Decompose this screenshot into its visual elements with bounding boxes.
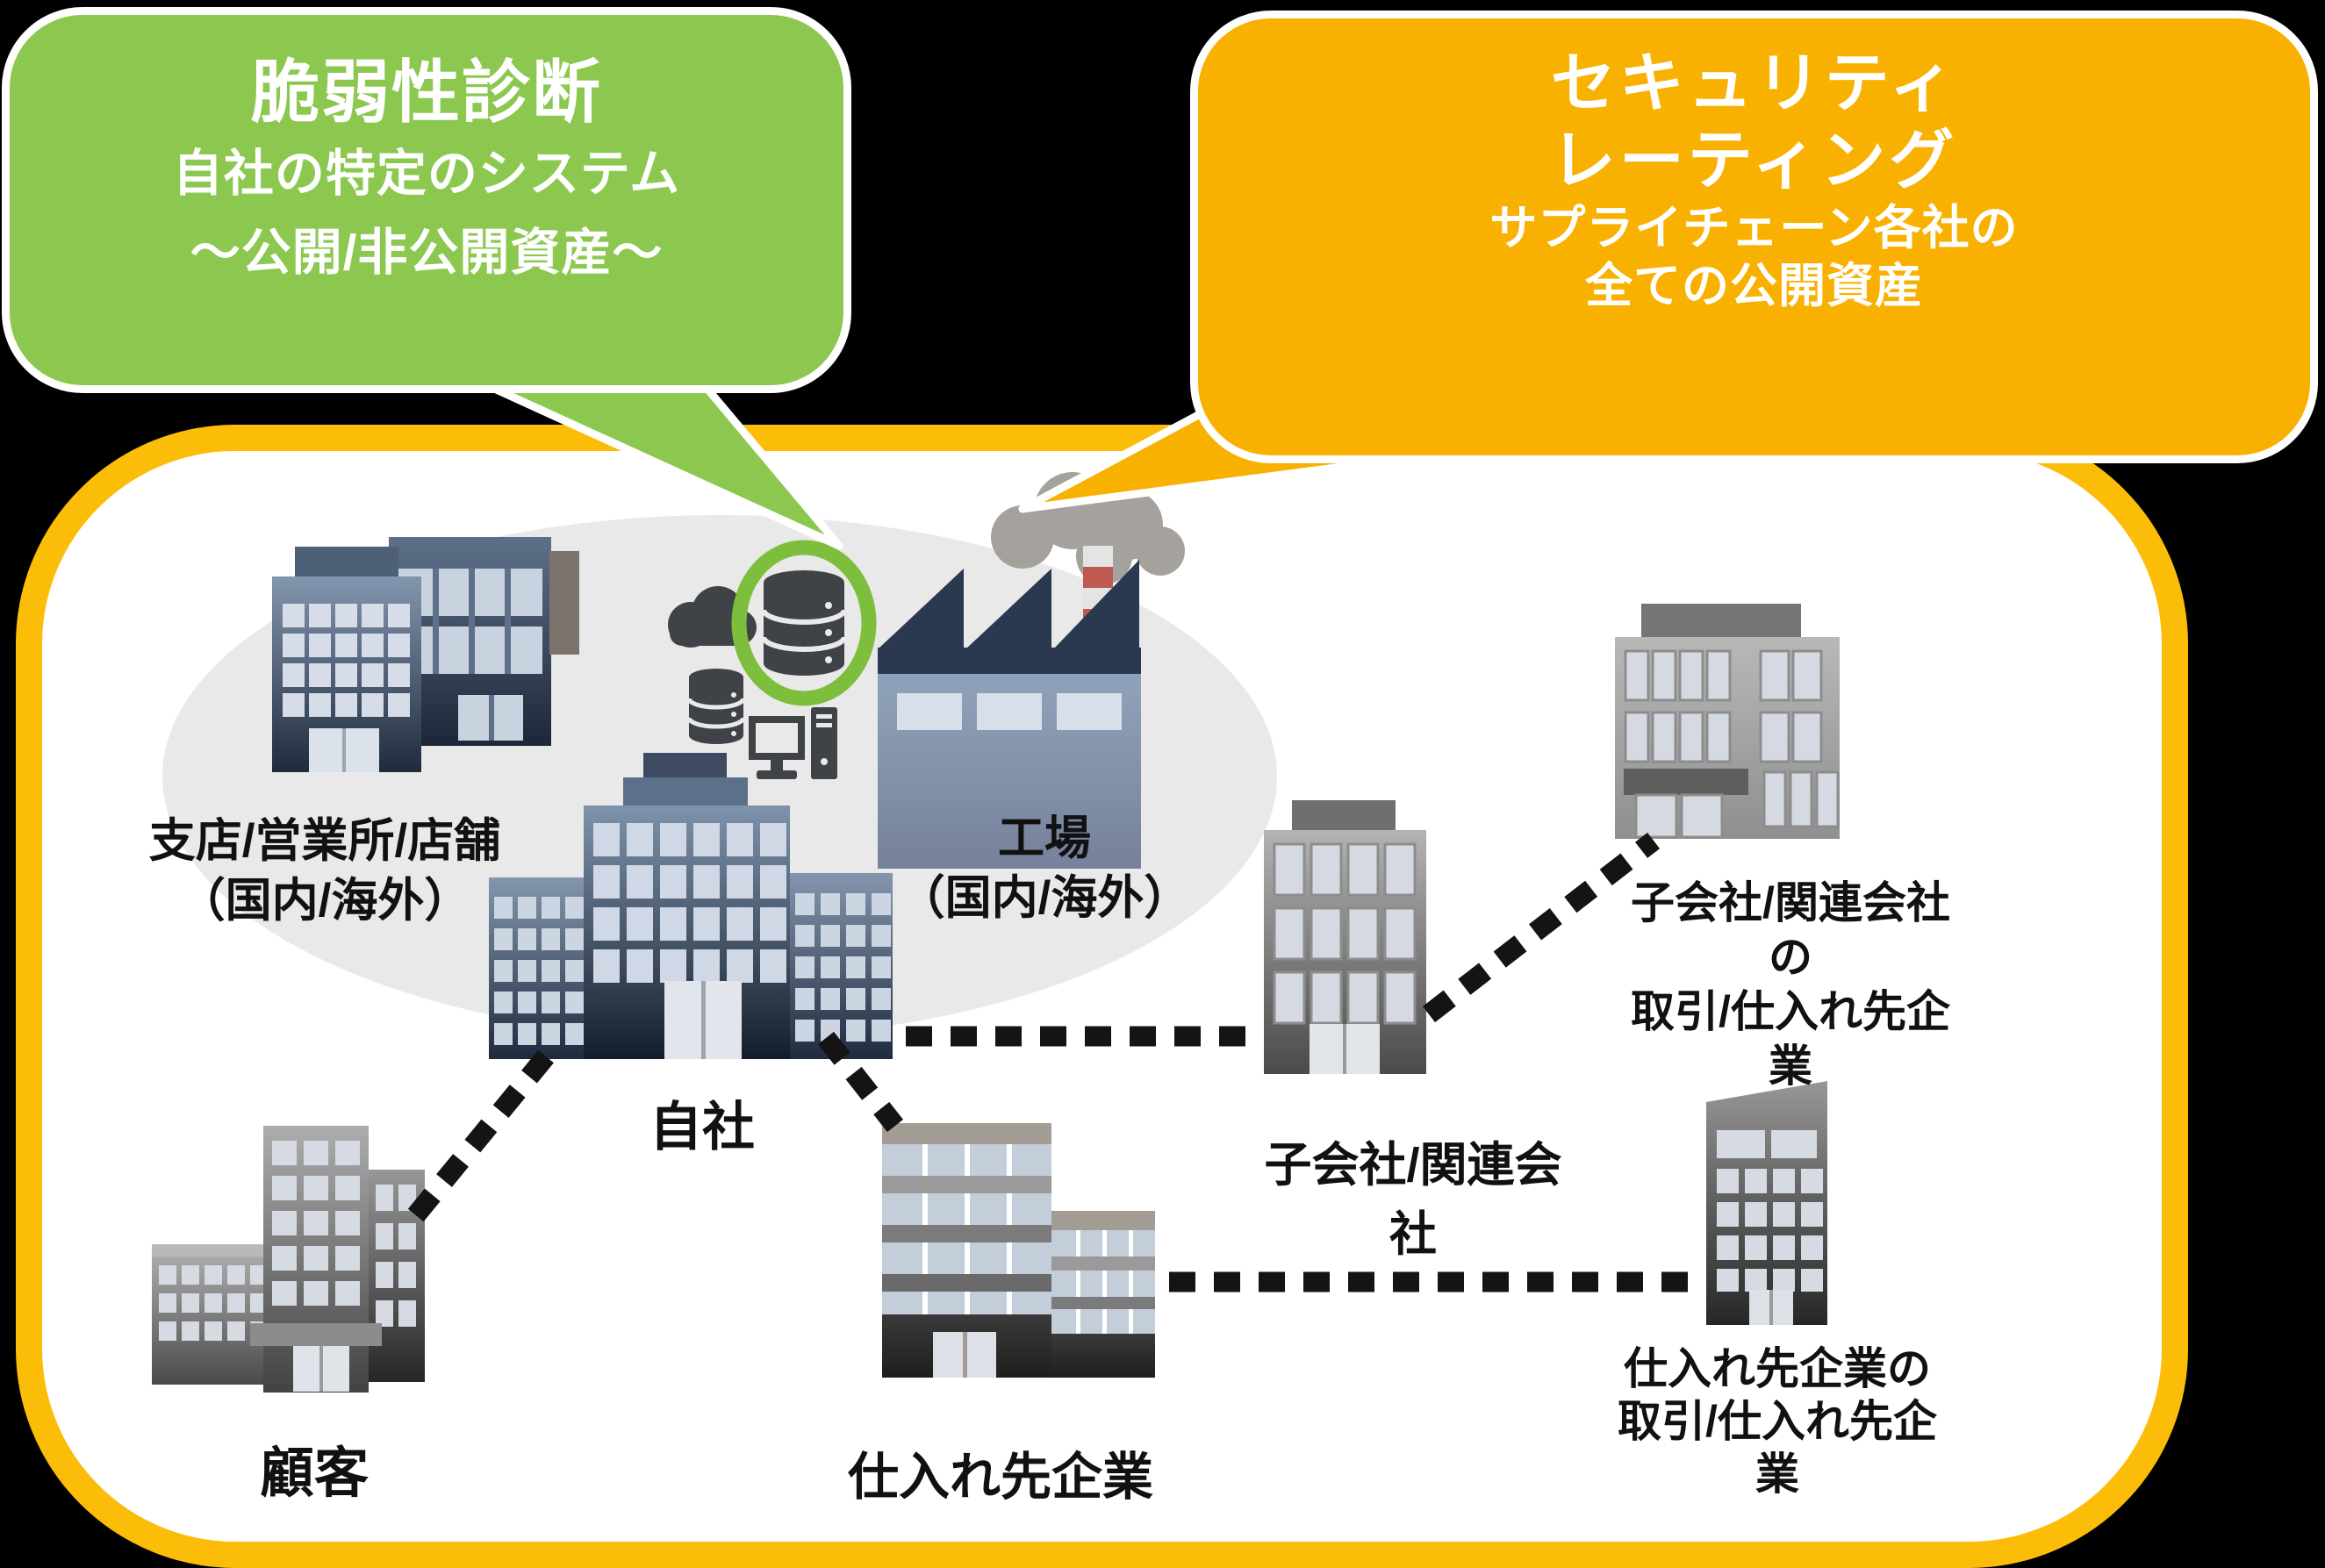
rating-line4: 全ての公開資産: [1585, 260, 1923, 312]
vulnerability-line2: 自社の特定のシステム: [172, 146, 681, 202]
subsidiary-partner-building-icon: [1615, 604, 1840, 839]
green-bubble-tail: [477, 378, 843, 550]
rating-title2: レーティング: [1550, 124, 1958, 197]
vulnerability-line3: ～公開/非公開資産～: [190, 225, 664, 281]
line-subsidiary-to-partner: [1422, 832, 1661, 1023]
database-icon: [686, 669, 746, 744]
branch-office-label: 支店/営業所/店舗 （国内/海外）: [148, 815, 501, 927]
supplier-partner-building-icon: [1706, 1081, 1827, 1325]
customer-label: 顧客: [259, 1443, 369, 1504]
factory-icon: [878, 472, 1185, 869]
subsidiary-label: 子会社/関連会社: [1264, 1139, 1562, 1261]
supplier-partner-label: 仕入れ先企業の 取引/仕入れ先企業: [1618, 1344, 1937, 1499]
line-own-to-customer: [403, 1049, 554, 1228]
desktop-computer-icon: [749, 707, 837, 779]
subsidiary-partner-label: 子会社/関連会社の 取引/仕入れ先企業: [1631, 878, 1950, 1091]
own-company-label: 自社: [649, 1098, 755, 1156]
rating-title1: セキュリティ: [1550, 47, 1958, 119]
supplier-building-icon: [882, 1123, 1155, 1378]
customer-buildings-icon: [152, 1126, 425, 1393]
factory-label: 工場 （国内/海外）: [898, 813, 1191, 924]
database-highlight-icon: [731, 540, 877, 706]
branch-office-buildings-icon: [272, 537, 579, 772]
supplier-label: 仕入れ先企業: [847, 1449, 1153, 1506]
cloud-icon: [668, 586, 757, 648]
connection-lines: [403, 832, 1704, 1292]
rating-line3: サプライチェーン各社の: [1489, 202, 2019, 254]
line-own-to-supplier: [817, 1031, 904, 1133]
vulnerability-assessment-callout: 脆弱性診断 自社の特定のシステム ～公開/非公開資産～: [2, 7, 851, 393]
own-company-building-icon: [489, 753, 893, 1059]
subsidiary-building-icon: [1264, 800, 1426, 1074]
security-rating-callout: セキュリティ レーティング サプライチェーン各社の 全ての公開資産: [1190, 11, 2318, 463]
vulnerability-title: 脆弱性診断: [250, 54, 602, 131]
